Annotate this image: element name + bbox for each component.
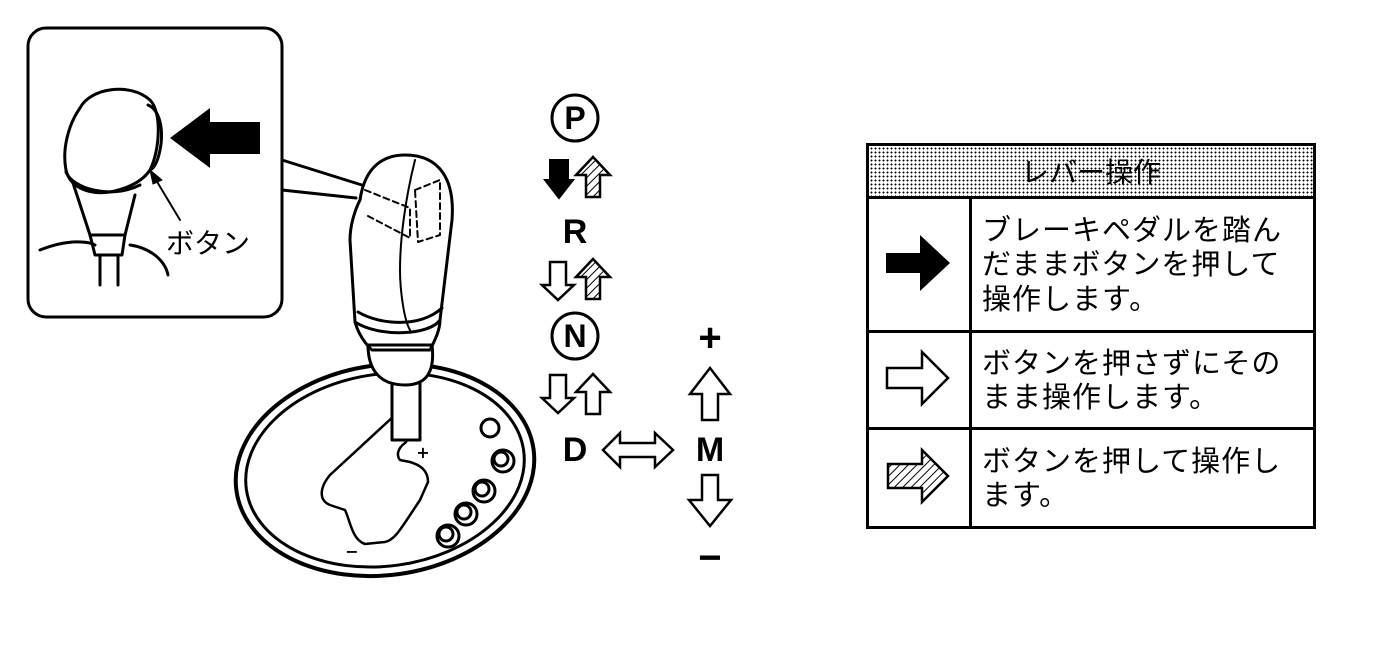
legend-row: ボタンを押さずにそのまま操作します。 xyxy=(866,330,1316,430)
solid-down-arrow-icon xyxy=(542,159,576,200)
outline-down-arrow-icon xyxy=(538,260,578,302)
legend-text: ブレーキペダルを踏んだままボタンを押して操作します。 xyxy=(969,196,1316,333)
neutral-circle xyxy=(550,311,600,361)
button-leader xyxy=(155,179,181,221)
legend-title: レバー操作 xyxy=(866,143,1316,199)
outline-up-arrow-icon xyxy=(687,365,733,422)
legend-row: ボタンを押して操作します。 xyxy=(866,427,1316,529)
shift-position-r: R xyxy=(562,213,588,251)
inset-solid-arrow-icon xyxy=(170,108,260,168)
shift-position-minus: − xyxy=(698,536,722,580)
solid-arrow-icon xyxy=(886,234,950,291)
hatched-up-arrow-icon xyxy=(573,257,613,301)
hatched-up-arrow-icon xyxy=(573,155,613,199)
shift-position-n: N xyxy=(563,318,587,354)
shift-position-plus: + xyxy=(698,316,722,360)
inset-frame xyxy=(26,26,284,319)
shift-position-d: D xyxy=(562,431,588,469)
button-label: ボタン xyxy=(166,227,251,260)
gate-plus-mark: + xyxy=(416,443,429,462)
legend-text: ボタンを押して操作します。 xyxy=(969,427,1316,529)
shift-position-p: P xyxy=(564,100,586,136)
outline-arrow-icon xyxy=(885,348,950,408)
shift-gate-plate xyxy=(233,361,537,579)
shift-position-m: M xyxy=(695,431,725,469)
outline-up-arrow-icon xyxy=(573,372,613,416)
shift-lever xyxy=(348,153,454,442)
outline-down-arrow-icon xyxy=(686,473,734,528)
inset-knob xyxy=(38,87,170,287)
park-circle xyxy=(550,93,600,143)
hatched-arrow-icon xyxy=(886,446,950,506)
legend-row: ブレーキペダルを踏んだままボタンを押して操作します。 xyxy=(866,196,1316,333)
lever-operation-legend: レバー操作 ブレーキペダルを踏んだままボタンを押して操作します。 ボタンを押さず… xyxy=(866,143,1316,529)
outline-double-arrow-icon xyxy=(601,429,675,471)
outline-down-arrow-icon xyxy=(538,373,578,415)
gate-minus-mark: − xyxy=(345,542,358,561)
legend-text: ボタンを押さずにそのまま操作します。 xyxy=(969,330,1316,430)
